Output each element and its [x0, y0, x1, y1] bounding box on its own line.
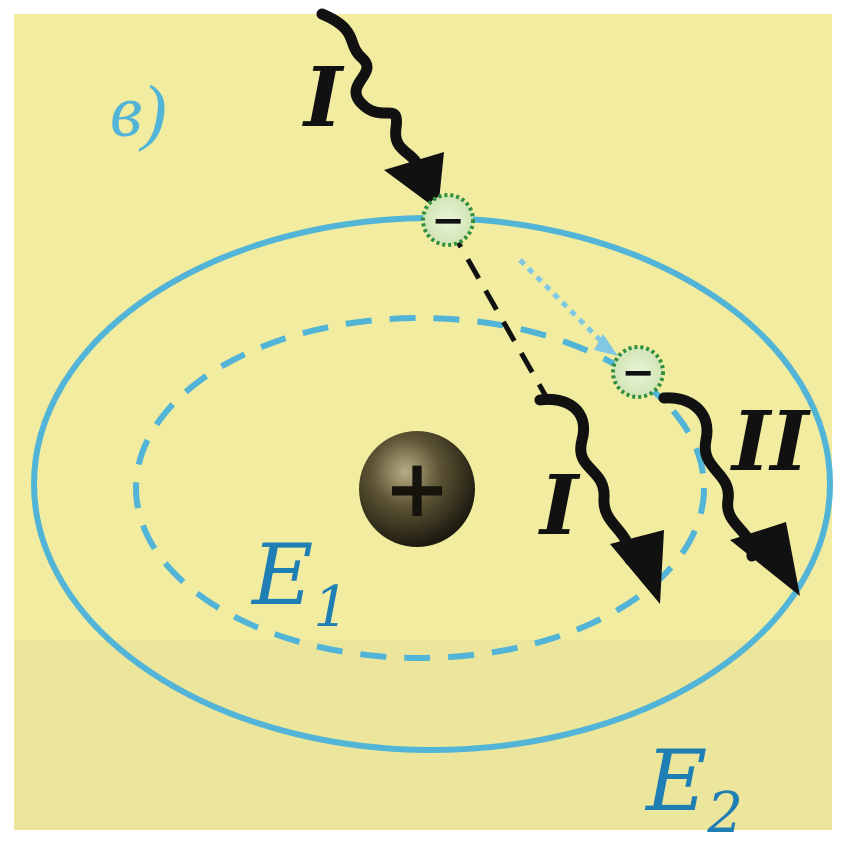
second-photon-arrowhead [730, 522, 800, 596]
electron-motion-arrow [518, 258, 612, 352]
second-photon-wave [658, 392, 758, 562]
inner-orbit-e1 [133, 315, 707, 661]
emitted-photon-wave [534, 393, 636, 566]
electron-lower-sign: − [621, 350, 655, 396]
incoming-photon-arrowhead [384, 152, 444, 210]
outer-orbit-symbol: E [644, 732, 707, 830]
second-photon-label: II [730, 394, 811, 490]
incoming-photon-wave [316, 8, 426, 182]
electron-motion-arrowhead [594, 334, 618, 356]
electron-transition-path [447, 226, 551, 402]
nucleus-sign: + [383, 442, 450, 535]
outer-orbit-subscript: 2 [706, 781, 743, 844]
outer-orbit-label: E2 [644, 732, 743, 844]
nucleus [359, 431, 475, 547]
inner-orbit-subscript: 1 [313, 575, 349, 640]
electron-lower: − [611, 345, 665, 399]
incoming-photon-label: I [302, 50, 345, 146]
panel-label: в) [110, 71, 167, 153]
inner-orbit-symbol: E [250, 526, 313, 624]
electron-upper-sign: − [431, 198, 465, 244]
electron-upper: − [421, 193, 475, 247]
emitted-photon-arrowhead [610, 530, 664, 604]
inner-orbit-label: E1 [250, 526, 349, 640]
emitted-photon-label: I [538, 458, 581, 554]
